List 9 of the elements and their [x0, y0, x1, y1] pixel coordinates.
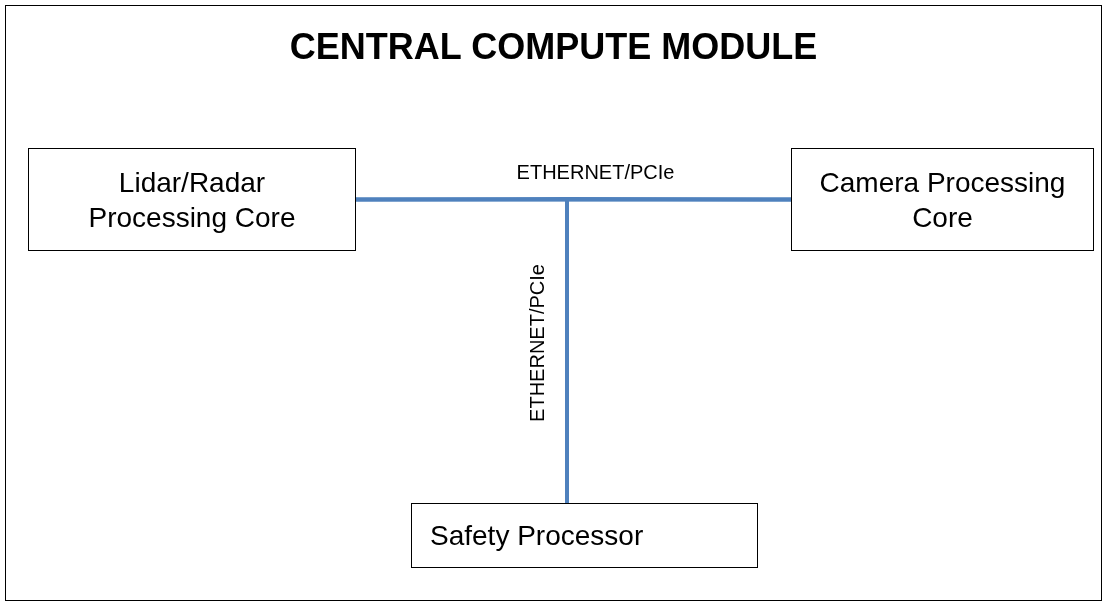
module-frame: [5, 5, 1102, 601]
box-label: Lidar/Radar Processing Core: [87, 165, 297, 235]
box-label: Safety Processor: [430, 519, 644, 553]
processor-box: [28, 148, 356, 251]
box-label: Camera Processing Core: [818, 165, 1067, 235]
processor-box: [791, 148, 1094, 251]
processor-box: [411, 503, 758, 568]
module-title: CENTRAL COMPUTE MODULE: [289, 26, 818, 68]
connector-line: [565, 197, 791, 503]
